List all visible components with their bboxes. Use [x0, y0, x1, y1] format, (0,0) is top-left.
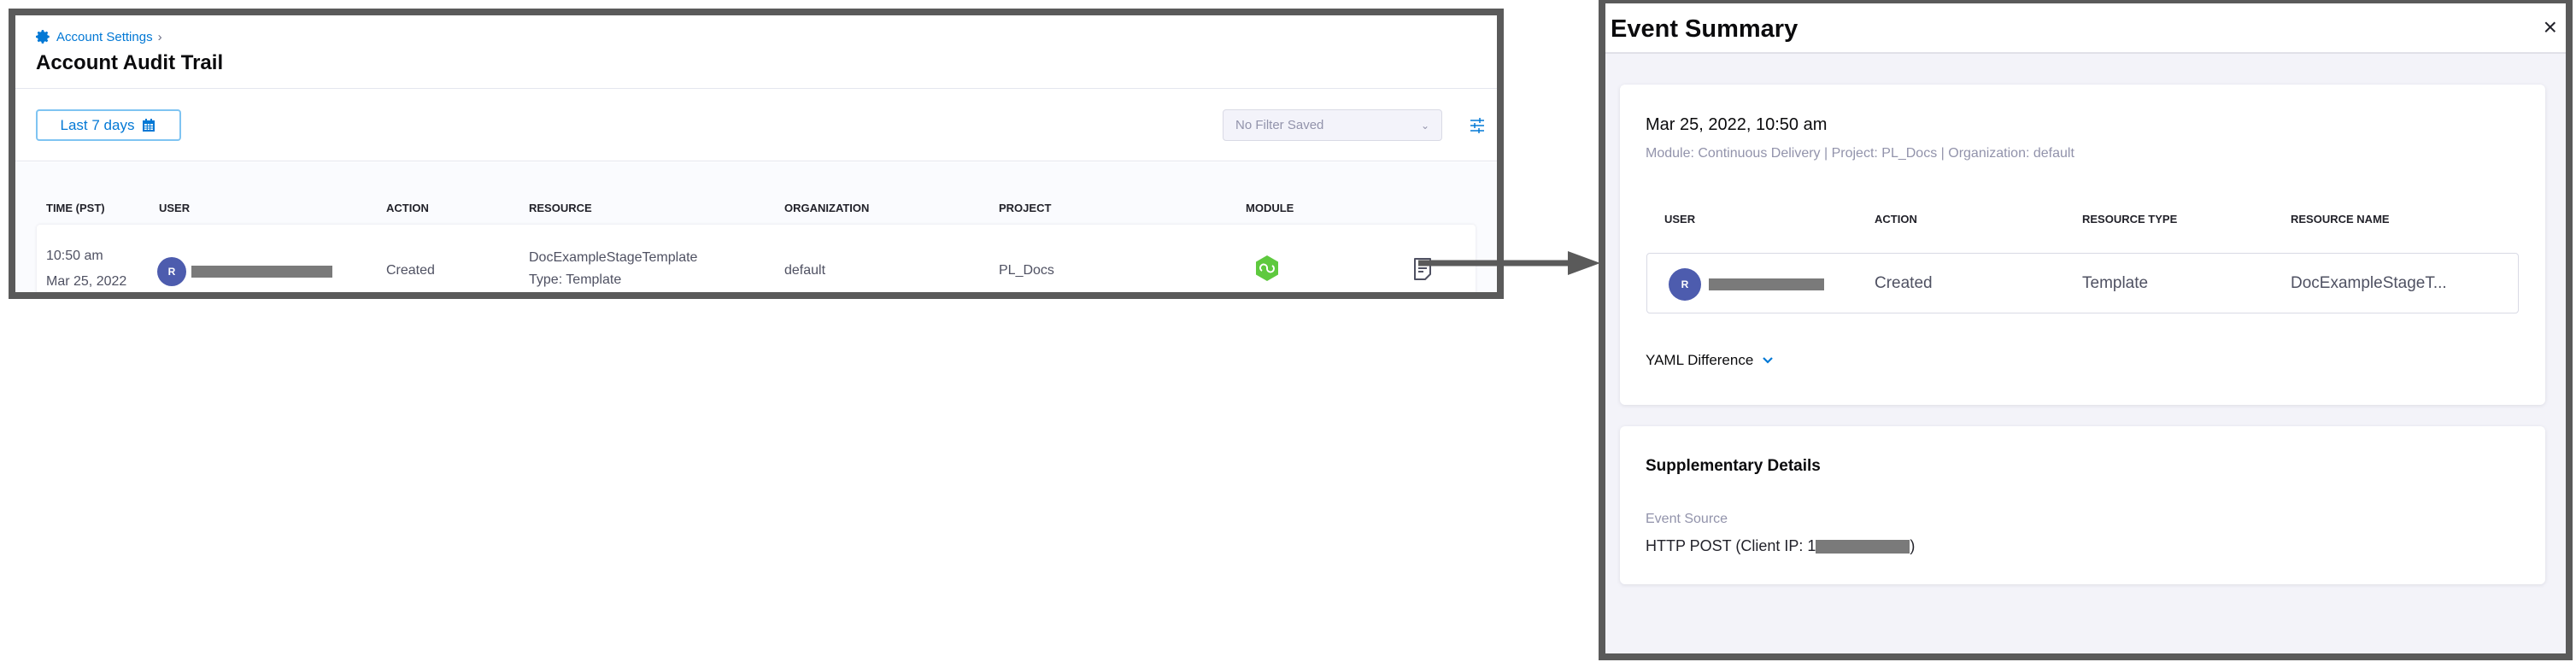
- event-datetime: Mar 25, 2022, 10:50 am: [1646, 115, 1828, 134]
- column-header-module: MODULE: [1246, 202, 1294, 214]
- saved-filter-select[interactable]: No Filter Saved ⌄: [1223, 109, 1442, 141]
- continuous-delivery-icon: [1256, 255, 1278, 281]
- breadcrumb-separator: ›: [157, 29, 162, 44]
- event-details-card: Mar 25, 2022, 10:50 am Module: Continuou…: [1620, 85, 2545, 405]
- row-resource-type: Template: [2082, 274, 2149, 292]
- row-time: 10:50 am: [46, 249, 103, 263]
- calendar-icon: [143, 118, 155, 132]
- chevron-down-icon: ⌄: [1420, 119, 1429, 132]
- column-header-user: USER: [1664, 213, 1696, 226]
- close-icon[interactable]: ×: [2543, 14, 2557, 40]
- breadcrumb[interactable]: Account Settings ›: [36, 29, 162, 44]
- redacted-user-name: [1709, 278, 1824, 290]
- date-range-label: Last 7 days: [60, 116, 135, 133]
- row-action: Created: [386, 263, 435, 278]
- avatar: R: [157, 257, 186, 286]
- event-source-suffix: ): [1910, 537, 1916, 554]
- column-header-organization: ORGANIZATION: [784, 202, 870, 214]
- supplementary-title: Supplementary Details: [1646, 457, 1821, 475]
- event-source-label: Event Source: [1646, 512, 1728, 526]
- event-summary-drawer: Event Summary × Mar 25, 2022, 10:50 am M…: [1599, 0, 2573, 660]
- column-header-project: PROJECT: [999, 202, 1052, 214]
- avatar: R: [1669, 268, 1701, 301]
- table-row[interactable]: 10:50 am Mar 25, 2022 R Created DocExamp…: [37, 225, 1476, 292]
- column-header-resource-type: RESOURCE TYPE: [2082, 213, 2178, 226]
- column-header-resource: RESOURCE: [529, 202, 592, 214]
- audit-trail-page: Account Settings › Account Audit Trail L…: [9, 9, 1504, 299]
- column-header-action: ACTION: [386, 202, 429, 214]
- row-resource-name: DocExampleStageT...: [2291, 274, 2447, 292]
- event-source-value: HTTP POST (Client IP: 1 ): [1646, 537, 1915, 555]
- yaml-difference-label: YAML Difference: [1646, 352, 1754, 368]
- event-source-prefix: HTTP POST (Client IP: 1: [1646, 537, 1816, 554]
- column-header-action: ACTION: [1875, 213, 1917, 226]
- row-action: Created: [1875, 274, 1933, 292]
- redacted-user-name: [191, 266, 332, 278]
- arrow-icon: [1418, 251, 1600, 275]
- drawer-title: Event Summary: [1611, 15, 1799, 43]
- event-meta: Module: Continuous Delivery | Project: P…: [1646, 146, 2074, 161]
- yaml-difference-toggle[interactable]: YAML Difference: [1646, 352, 1774, 369]
- breadcrumb-account-settings[interactable]: Account Settings: [56, 29, 153, 44]
- row-resource-type: Type: Template: [529, 272, 622, 287]
- row-date: Mar 25, 2022: [46, 274, 127, 289]
- filter-settings-icon[interactable]: [1468, 116, 1487, 135]
- supplementary-details-card: Supplementary Details Event Source HTTP …: [1620, 426, 2545, 584]
- row-project: PL_Docs: [999, 263, 1054, 278]
- column-header-time: TIME (PST): [46, 202, 105, 214]
- redacted-ip: [1816, 539, 1910, 554]
- gear-icon: [36, 30, 50, 44]
- page-title: Account Audit Trail: [36, 51, 224, 74]
- row-resource: DocExampleStageTemplate: [529, 250, 698, 265]
- column-header-resource-name: RESOURCE NAME: [2291, 213, 2390, 226]
- event-row: R Created Template DocExampleStageT...: [1646, 253, 2519, 313]
- date-range-button[interactable]: Last 7 days: [36, 109, 181, 141]
- column-header-user: USER: [159, 202, 191, 214]
- row-organization: default: [784, 263, 826, 278]
- divider: [15, 88, 1497, 89]
- chevron-down-icon: [1763, 357, 1774, 364]
- drawer-header: Event Summary ×: [1605, 3, 2566, 54]
- saved-filter-value: No Filter Saved: [1235, 118, 1324, 132]
